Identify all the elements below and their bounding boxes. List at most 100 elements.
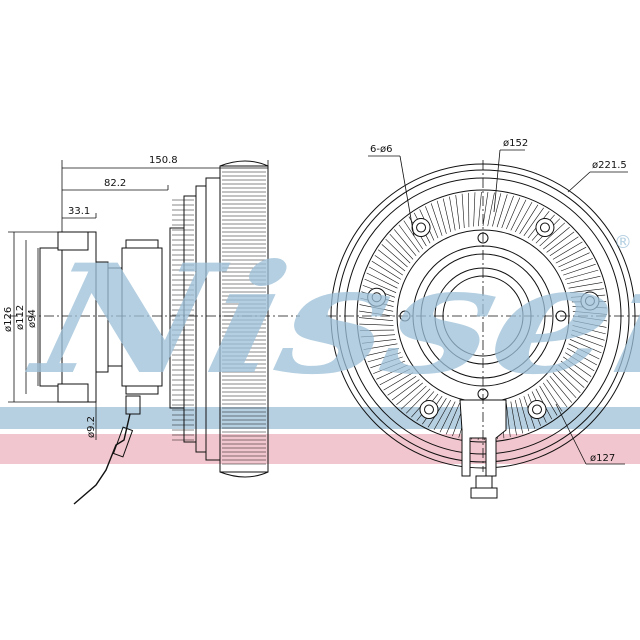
front-fin [433,399,452,431]
front-view [326,160,640,499]
front-fin [539,385,558,416]
front-fin [505,402,511,437]
mount-hole [535,218,555,238]
front-fin [496,194,508,228]
front-mount-holes [367,218,600,420]
dim-flange-length: 33.1 [68,206,90,217]
front-fin [359,323,394,326]
dim-overall-length: 150.8 [149,155,178,166]
front-fin [555,368,581,394]
front-fin [381,244,408,268]
front-dimension-labels: 6-ø6 ø152 ø221.5 ø127 [370,138,627,464]
front-fin [506,197,521,230]
front-fin [543,227,570,250]
mount-hole [367,287,387,307]
front-fin [377,249,406,272]
side-fins [172,171,266,465]
front-fin [403,220,424,250]
watermark-registered: ® [614,232,632,253]
side-dimension-labels: 150.8 82.2 33.1 ø126 ø112 ø94 ø9.2 [3,155,178,438]
front-fin [368,266,400,285]
dim-outer-diameter: ø221.5 [592,160,627,171]
front-fin [569,339,602,354]
front-fin [374,255,403,276]
front-fin [549,236,579,257]
front-fin [555,246,587,264]
front-fin [394,229,417,256]
front-fin [558,252,590,268]
front-fin [445,402,460,435]
front-fin [360,334,395,338]
front-fin [558,364,585,388]
front-fin [425,206,439,239]
front-fin [400,385,427,410]
dim-diameter-inner: ø94 [27,309,38,328]
front-fin [572,315,607,322]
front-fin [389,233,414,260]
front-fin [442,198,452,233]
front-fin [563,263,596,276]
front-fin [569,288,604,294]
front-fin [449,196,456,231]
front-fin [568,282,603,289]
front-fin [387,375,417,396]
front-fin [563,356,592,377]
front-fin [549,376,572,403]
watermark: Nissens ® [17,232,640,408]
front-fin [566,275,601,285]
front-fin [396,382,423,405]
front-fin [398,224,420,253]
front-fin [560,360,589,383]
front-fin [461,193,465,228]
front-fin [565,269,599,280]
front-fin [552,372,577,399]
front-fin [565,352,595,372]
front-fin [546,379,568,408]
front-fin [436,200,447,234]
side-connector [73,395,141,505]
front-fin [391,379,420,401]
mount-hole [580,291,600,311]
front-fin [539,222,566,247]
dim-pcd-lower: ø127 [590,453,615,464]
front-fin [487,192,495,227]
front-fin [572,320,607,328]
front-fin [571,329,605,341]
front-fin [566,347,598,366]
front-fin [358,317,394,322]
front-fin [570,334,604,347]
front-fin [405,388,431,414]
front-fin [572,310,608,315]
front-fin [373,360,406,374]
front-fin [376,364,408,380]
side-dimensions [8,160,269,440]
front-fin [455,195,461,230]
front-fin [473,192,476,227]
front-fin [514,201,533,233]
front-fin [365,347,400,357]
front-fin [514,399,524,434]
watermark-text: Nissens [17,232,640,408]
mount-hole [411,218,431,238]
front-fin [383,372,414,391]
front-fin [492,193,502,227]
front-fin [546,231,575,253]
front-fin [510,199,527,231]
dim-connector-diameter: ø9.2 [86,416,97,438]
front-fin [519,204,539,234]
side-view [8,160,300,505]
front-fin [560,258,593,272]
front-fin [366,272,398,289]
front-fin [477,191,482,227]
front-fin [542,382,563,412]
dim-holes: 6-ø6 [370,144,392,155]
front-fin [362,338,397,344]
front-fin [510,401,517,436]
dim-diameter-mid: ø112 [15,305,26,330]
front-fin [552,241,583,260]
dim-bolt-circle: ø152 [503,138,528,149]
front-fin [363,343,398,350]
front-leaders [368,149,628,465]
mount-hole [419,400,439,420]
